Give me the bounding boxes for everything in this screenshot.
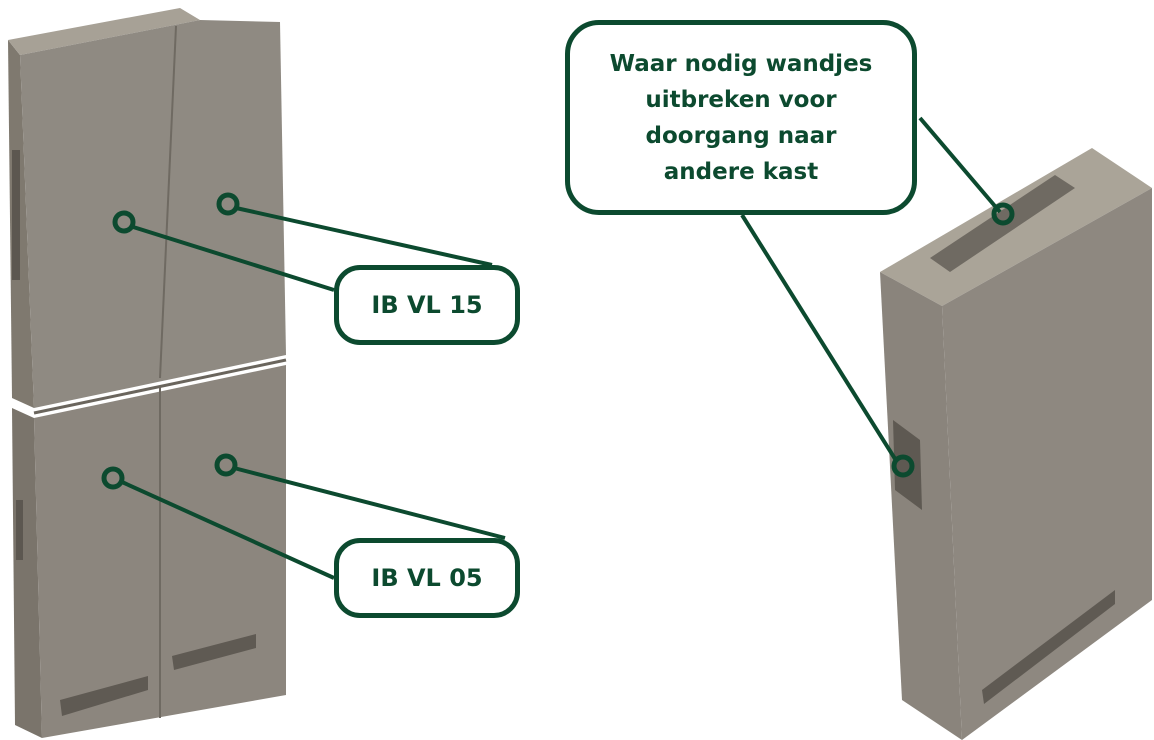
upper-seam bbox=[159, 25, 177, 379]
note-line-1: Waar nodig wandjes bbox=[609, 50, 873, 77]
note-line-2: uitbreken voor bbox=[645, 86, 837, 113]
horizontal-joint bbox=[33, 358, 287, 415]
callout-ib-vl-15: IB VL 15 bbox=[334, 265, 520, 345]
bottom-slot-left bbox=[60, 676, 148, 716]
bottom-slot-right bbox=[172, 634, 256, 670]
callout-note: Waar nodig wandjes uitbreken voor doorga… bbox=[565, 20, 917, 215]
side-slot-lower bbox=[16, 500, 23, 560]
note-line-3: doorgang naar bbox=[645, 122, 837, 149]
markers bbox=[101, 192, 1015, 490]
marker-lower-right bbox=[214, 453, 238, 477]
callout-ib-vl-15-text: IB VL 15 bbox=[371, 291, 483, 319]
lower-unit-side bbox=[12, 408, 42, 738]
marker-side-opening bbox=[891, 454, 915, 478]
upper-unit-top bbox=[8, 8, 200, 55]
leader-bottom-right bbox=[233, 466, 506, 540]
leader-lines bbox=[121, 116, 1002, 580]
leader-top-right bbox=[235, 206, 493, 267]
marker-lower-left bbox=[101, 466, 125, 490]
right-unit-side-opening bbox=[893, 420, 922, 510]
marker-top-opening bbox=[991, 202, 1015, 226]
callout-ib-vl-05: IB VL 05 bbox=[334, 538, 520, 618]
leader-note-top bbox=[918, 116, 1002, 214]
note-line-4: andere kast bbox=[663, 158, 819, 185]
leader-bottom-left bbox=[121, 480, 335, 580]
stacked-units-left bbox=[8, 8, 287, 738]
marker-upper-right bbox=[216, 192, 240, 216]
side-slot-upper bbox=[12, 150, 20, 280]
callout-ib-vl-05-text: IB VL 05 bbox=[371, 564, 483, 592]
leader-top-left bbox=[129, 224, 335, 292]
single-unit-right bbox=[880, 148, 1152, 740]
marker-upper-left bbox=[112, 210, 136, 234]
leader-note-side bbox=[740, 213, 899, 464]
upper-unit-front bbox=[20, 20, 286, 408]
upper-unit-side bbox=[8, 40, 34, 408]
right-unit-bottom-slot bbox=[982, 590, 1115, 704]
